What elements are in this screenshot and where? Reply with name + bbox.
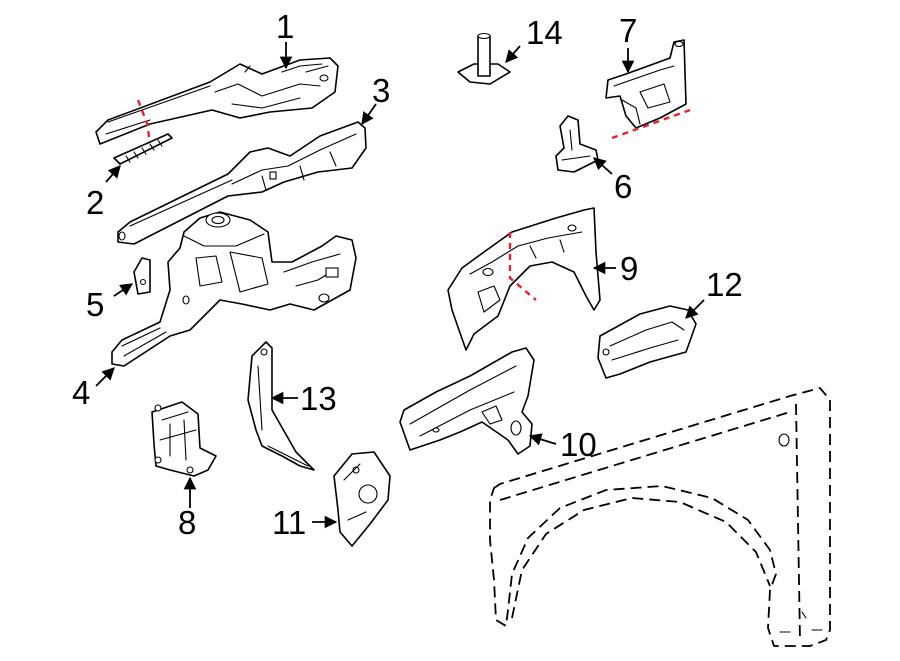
callout-7: 7 xyxy=(619,12,637,49)
callout-9: 9 xyxy=(620,250,638,287)
callout-4: 4 xyxy=(72,374,90,411)
part-9-wheelhouse-inner[interactable] xyxy=(447,207,601,351)
part-8-mount-bracket[interactable] xyxy=(151,401,217,477)
callout-8: 8 xyxy=(178,504,196,541)
part-6-support-bracket[interactable] xyxy=(555,115,599,173)
callout-1: 1 xyxy=(276,8,294,45)
part-2-reinforcement-strip[interactable] xyxy=(113,133,173,165)
part-13-filler-panel[interactable] xyxy=(247,341,315,471)
part-7-upper-bracket[interactable] xyxy=(605,39,691,140)
part-5-bracket[interactable] xyxy=(133,257,151,295)
callout-13: 13 xyxy=(300,380,337,417)
leader-lines xyxy=(95,42,705,529)
callout-5: 5 xyxy=(86,286,104,323)
cut-line xyxy=(136,99,152,151)
callout-11: 11 xyxy=(272,504,306,541)
part-4-frame-front-section[interactable] xyxy=(111,211,357,367)
callout-12: 12 xyxy=(706,266,743,303)
part-12-reinforcement[interactable] xyxy=(597,305,697,379)
callout-3: 3 xyxy=(372,72,390,109)
part-14-stud[interactable] xyxy=(457,32,511,85)
cut-line xyxy=(611,108,691,140)
cut-line xyxy=(508,232,537,301)
part-10-fender-apron[interactable] xyxy=(399,347,535,455)
callout-6: 6 xyxy=(614,168,632,205)
part-11-inner-panel[interactable] xyxy=(333,451,391,547)
part-1-frame-rail-upper[interactable] xyxy=(95,57,339,151)
callouts: 1 2 3 4 5 6 7 8 9 10 11 12 13 14 xyxy=(72,8,743,541)
part-3-frame-rail-middle[interactable] xyxy=(117,121,367,245)
callout-10: 10 xyxy=(560,426,597,463)
fender-outline xyxy=(489,387,831,647)
callout-14: 14 xyxy=(526,14,563,51)
callout-2: 2 xyxy=(86,184,104,221)
